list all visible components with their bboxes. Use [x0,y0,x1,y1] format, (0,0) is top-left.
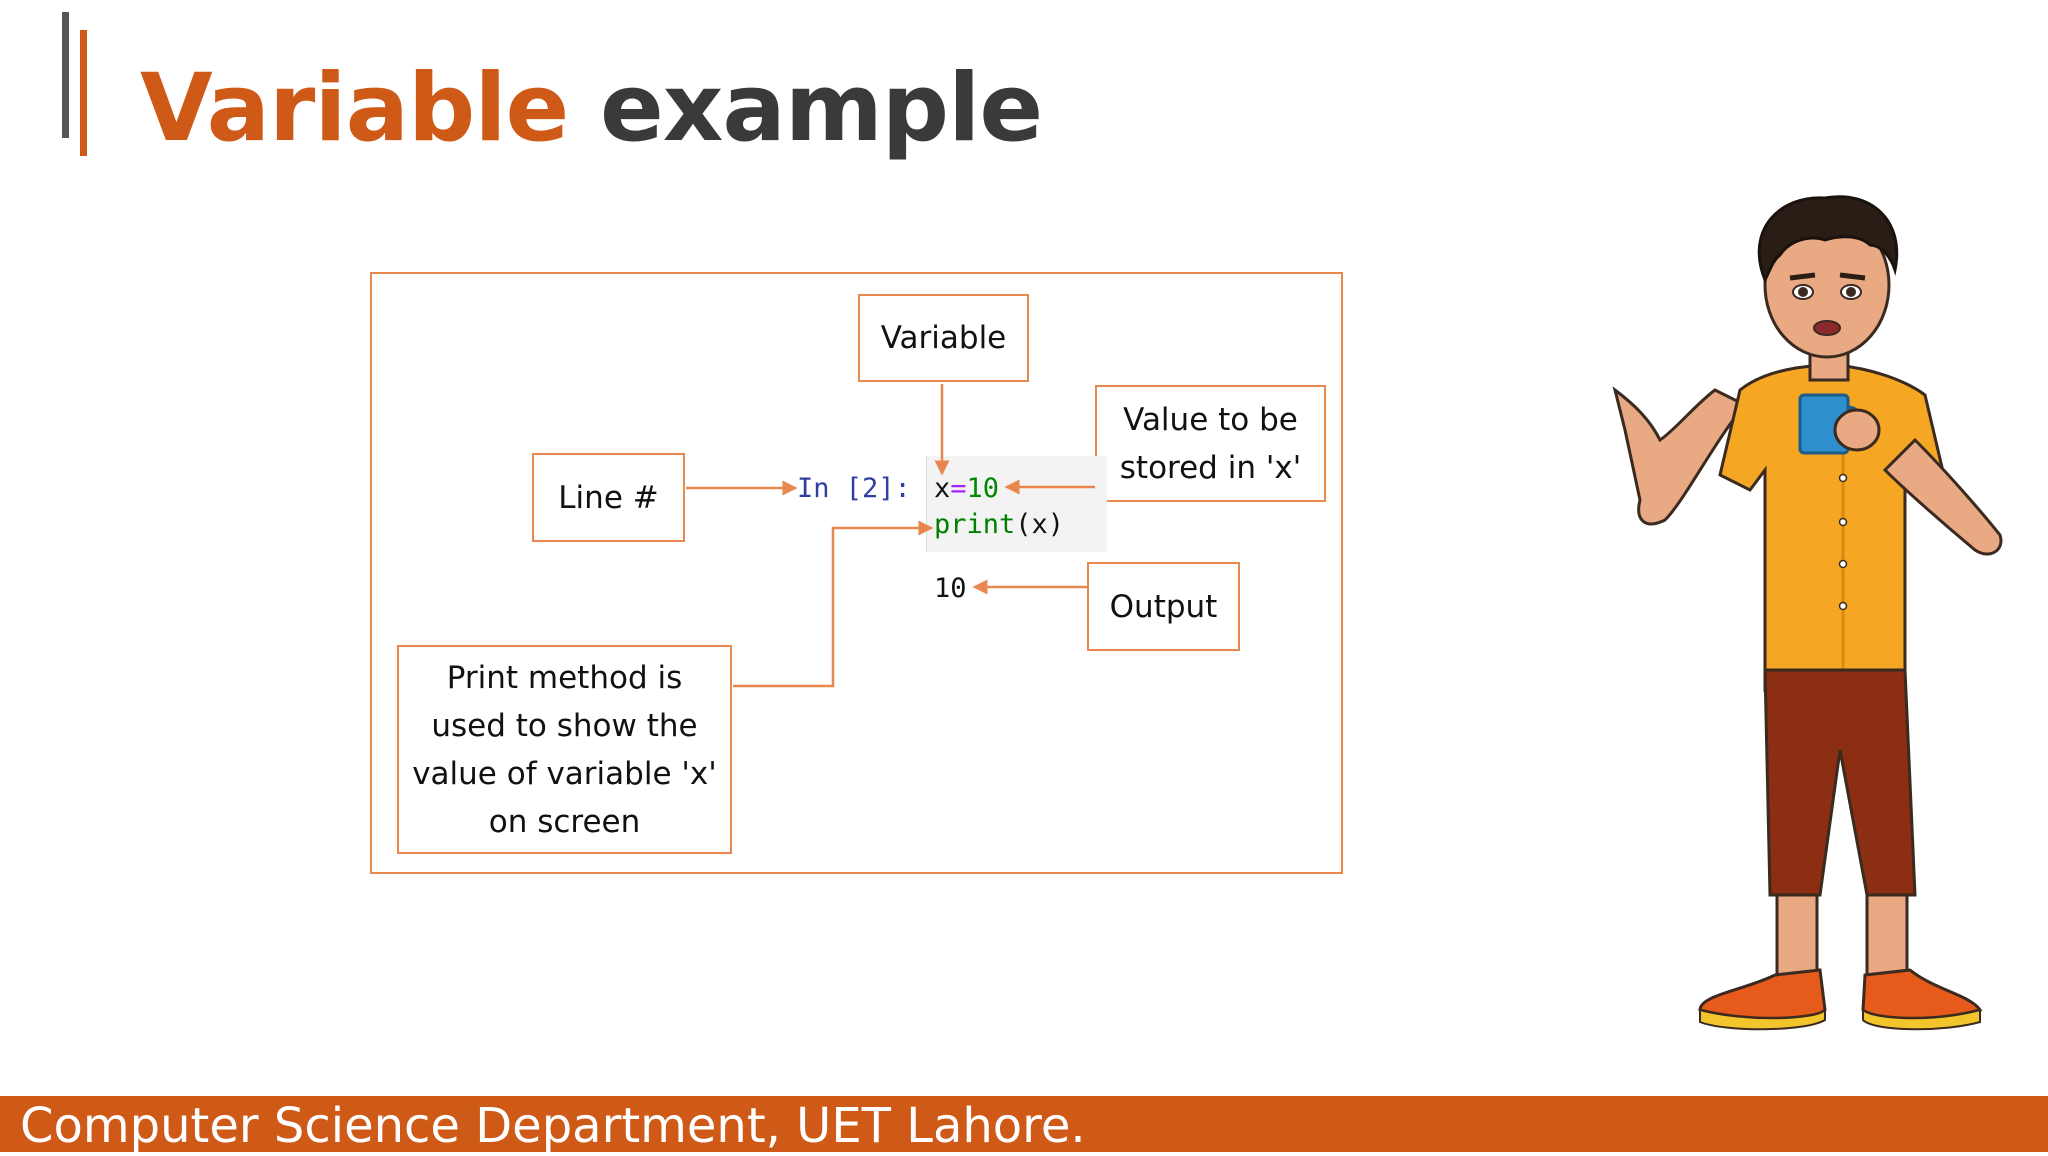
footer-text: Computer Science Department, UET Lahore. [20,1098,1086,1154]
label-line-number: Line # [558,479,659,516]
code-line-2: print(x) [934,507,1064,543]
label-box-output: Output [1087,562,1240,651]
slide-title: Variable example [140,44,1043,174]
label-print-line1: Print method is [446,659,683,696]
label-print-line2: used to show the [431,707,698,744]
presenter-hair [1757,195,1899,284]
label-variable: Variable [880,320,1007,356]
presenter-arm [1882,437,2003,556]
footer-bar: Computer Science Department, UET Lahore. [0,1096,2048,1154]
code-variable-x: x [934,473,951,504]
label-value-line2: stored in 'x' [1119,449,1302,486]
presenter-shoe-right [1861,968,1983,1020]
label-box-variable: Variable [858,294,1029,382]
presenter-pants [1763,668,1917,897]
code-cell [926,456,1107,552]
title-word-example: example [600,54,1043,163]
code-line-1: x=10 [934,471,999,507]
title-accent-bar-grey [62,12,69,138]
label-output: Output [1109,588,1218,625]
presenter-raised-arm [1612,386,1748,526]
presenter-shirt [1718,363,1947,692]
label-box-print-method: Print method is used to show the value o… [397,645,732,854]
title-word-variable: Variable [140,54,569,163]
code-print-args: (x) [1015,509,1065,540]
code-output: 10 [934,573,967,604]
arrow-print-method [733,520,934,688]
code-prompt: In [2]: [797,473,911,504]
code-print-fn: print [934,509,1016,540]
title-accent-bar-orange [80,30,87,156]
code-assign-op: = [950,473,967,504]
label-print-line4: on screen [488,803,641,840]
label-box-line-number: Line # [532,453,685,542]
label-box-value: Value to be stored in 'x' [1095,385,1326,502]
presenter-character [1612,195,2003,1031]
label-print-line3: value of variable 'x' [412,755,717,792]
code-number: 10 [966,473,1000,504]
label-value-line1: Value to be [1123,401,1298,438]
presenter-shoe-left [1698,968,1827,1020]
